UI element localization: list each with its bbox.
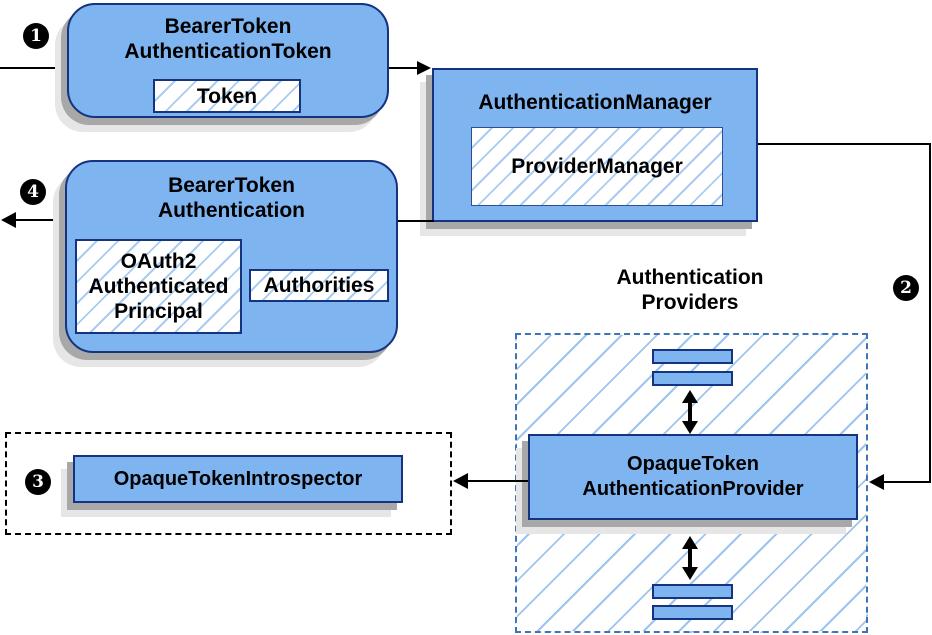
opaque-token-introspector-region: [5, 432, 452, 535]
double-arrow-icon: [681, 536, 699, 580]
opaque-token-introspector-box: OpaqueTokenIntrospector: [73, 455, 403, 503]
provider-placeholder-bar: [652, 605, 733, 620]
token-box: Token: [153, 79, 301, 113]
provider-placeholder-bar: [652, 584, 733, 599]
bearer-token-authentication-title: BearerToken Authentication: [158, 174, 305, 222]
opaque-token-authentication-provider-box: OpaqueToken AuthenticationProvider: [528, 434, 858, 520]
step-2-badge: 2: [893, 275, 919, 301]
principal-label: OAuth2 Authenticated Principal: [88, 250, 229, 323]
authentication-manager-title: AuthenticationManager: [478, 91, 712, 114]
to-authentication-manager-arrowhead-icon: [417, 61, 431, 75]
opaque-token-authentication-provider-title: OpaqueToken AuthenticationProvider: [582, 453, 804, 500]
bearer-token-authentication-token-box: BearerToken AuthenticationToken Token: [67, 3, 389, 118]
provider-manager-box: ProviderManager: [471, 127, 723, 206]
provider-to-introspector-line: [467, 480, 528, 482]
authorities-box: Authorities: [249, 269, 389, 302]
manager-to-authentication-line: [398, 220, 434, 222]
provider-manager-label: ProviderManager: [511, 155, 683, 178]
step-4-number: 4: [27, 182, 39, 202]
authorities-label: Authorities: [263, 274, 375, 297]
into-providers-arrowhead-icon: [869, 474, 884, 490]
into-introspector-arrowhead-icon: [453, 473, 468, 489]
step-3-number: 3: [32, 472, 44, 492]
step-1-badge: 1: [23, 23, 49, 49]
token-label: Token: [196, 84, 258, 108]
bearer-token-authentication-token-title: BearerToken AuthenticationToken: [124, 15, 332, 63]
outgoing-arrowhead-icon: [1, 212, 16, 228]
oauth2-authenticated-principal-box: OAuth2 Authenticated Principal: [75, 239, 242, 334]
step-4-badge: 4: [20, 179, 46, 205]
to-authentication-manager-line: [389, 67, 418, 69]
incoming-request-line: [0, 67, 67, 69]
provider-placeholder-bar: [652, 349, 733, 364]
outgoing-line: [15, 219, 65, 221]
authentication-providers-heading: Authentication Providers: [616, 266, 764, 314]
right-vertical-line: [929, 143, 931, 483]
step-3-badge: 3: [25, 469, 51, 495]
right-to-provider-line: [884, 481, 931, 483]
step-1-number: 1: [30, 26, 42, 46]
bearer-token-authentication-box: BearerToken Authentication OAuth2 Authen…: [65, 160, 398, 353]
manager-to-right-line: [758, 143, 931, 145]
provider-placeholder-bar: [652, 371, 733, 386]
opaque-token-introspector-label: OpaqueTokenIntrospector: [113, 467, 363, 490]
step-2-number: 2: [900, 278, 912, 298]
authentication-providers-region: OpaqueToken AuthenticationProvider: [515, 333, 868, 633]
authentication-manager-box: AuthenticationManager ProviderManager: [432, 68, 758, 222]
double-arrow-icon: [681, 390, 699, 434]
